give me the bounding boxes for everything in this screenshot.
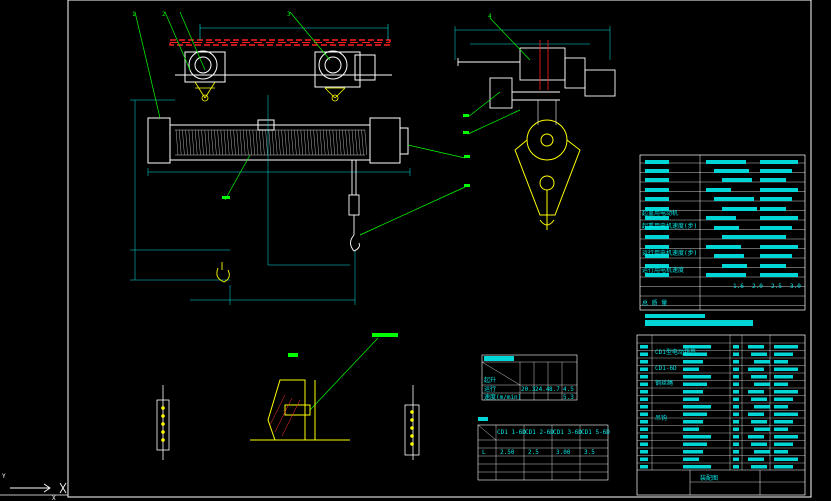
callout-1: 1 — [132, 11, 136, 18]
dim-table: CD1 1-6D CD1 2-6D CD1 3-6D CD1 5-6D L 2.… — [477, 417, 610, 481]
ucs-axis-icon — [10, 482, 67, 494]
dim-header-2: CD1 2-6D — [525, 429, 554, 436]
leader-lines — [134, 11, 531, 411]
part-2: 钢丝绳 — [655, 379, 673, 387]
callout-balloons: 1 2 3 4 — [132, 11, 492, 357]
spec-val-b: 2.0 — [752, 283, 763, 290]
param-table: 起升 运行 速度(m/min) 20.3 24.4 8.7 4.5 5.3 — [481, 354, 578, 401]
param-row-2: 运行 — [484, 385, 496, 393]
dim-val-1: 2.50 — [500, 449, 515, 456]
param-val-3: 8.7 — [549, 386, 560, 393]
param-row-1: 起升 — [484, 376, 496, 384]
param-val-5: 5.3 — [563, 394, 574, 401]
spec-val-c: 2.5 — [771, 283, 782, 290]
ucs-y-label: Y — [2, 473, 6, 480]
spec-row-lift-height: 运行用电机速度(步) — [642, 249, 697, 257]
callout-2: 2 — [162, 11, 166, 18]
spec-col-grade: 总 质 量 — [642, 299, 667, 307]
dim-val-3: 3.00 — [556, 449, 571, 456]
part-3: CD1-6D — [655, 365, 677, 372]
callout-3: 3 — [287, 11, 291, 18]
dim-header-3: CD1 3-6D — [553, 429, 582, 436]
detail-views — [156, 379, 420, 460]
hoist-side-view — [454, 26, 616, 230]
spec-val-d: 3.0 — [790, 283, 801, 290]
rail-beam — [169, 39, 391, 46]
parts-list-table: CD1型电动葫芦 钢丝绳 CD1-6D 吊钩 装配图 — [636, 334, 806, 496]
param-val-2: 24.4 — [535, 386, 550, 393]
spec-row-motor: 运行用电机速度 — [642, 266, 684, 274]
dim-val-2: 2.5 — [528, 449, 539, 456]
part-4: 吊钩 — [655, 414, 667, 422]
spec-table: 起重用电动机 起重用电机速度(步) 运行用电机速度(步) 运行用电机速度 1.6… — [639, 154, 806, 326]
spec-row-travel-speed: 起重用电机速度(步) — [642, 222, 697, 230]
dim-val-4: 3.5 — [584, 449, 595, 456]
ucs-x-label: X — [52, 495, 56, 501]
param-val-1: 20.3 — [521, 386, 536, 393]
spec-row-crane-speed: 起重用电动机 — [642, 209, 678, 217]
dim-row-label: L — [482, 449, 486, 456]
param-row-3: 速度(m/min) — [484, 393, 521, 401]
callout-4: 4 — [488, 13, 492, 20]
param-val-4: 4.5 — [563, 386, 574, 393]
dim-header-4: CD1 5-6D — [581, 429, 610, 436]
dim-header-1: CD1 1-6D — [497, 429, 526, 436]
hoist-front-view — [130, 24, 411, 305]
spec-val-a: 1.6 — [733, 283, 744, 290]
drawing-frame — [0, 0, 812, 498]
title-block-name: 装配图 — [700, 474, 718, 482]
part-1: CD1型电动葫芦 — [655, 348, 696, 356]
